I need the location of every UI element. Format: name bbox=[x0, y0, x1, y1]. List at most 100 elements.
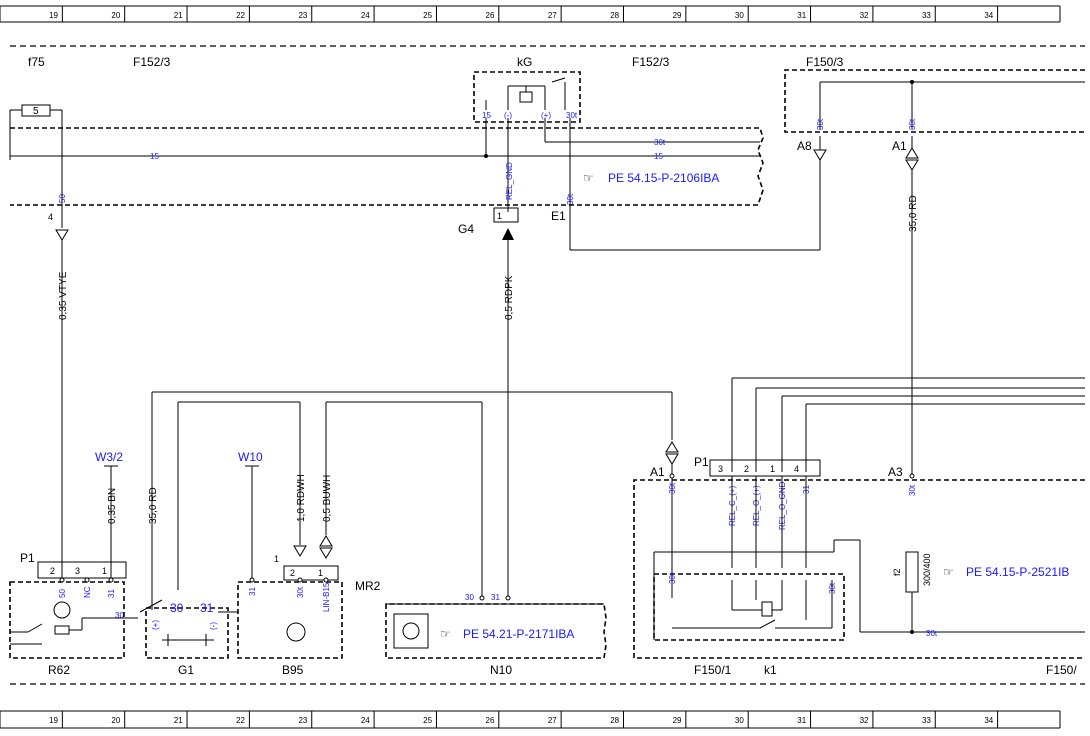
a1-top-connector-label: A1 bbox=[892, 139, 907, 153]
b95-pin-31: 31 bbox=[248, 587, 257, 596]
top-ruler-cell-22: 22 bbox=[236, 11, 245, 20]
g4-connector bbox=[493, 207, 519, 240]
bottom-ruler-cell-27: 27 bbox=[548, 716, 557, 725]
bottom-ruler-cell-31: 31 bbox=[797, 716, 806, 725]
b95-box bbox=[237, 581, 343, 659]
p1-right-connector-label: P1 bbox=[694, 455, 709, 469]
f150-3-label: F150/3 bbox=[806, 55, 844, 69]
bottom-ruler-cell-32: 32 bbox=[860, 716, 869, 725]
f152-3-right-label: F152/3 bbox=[632, 55, 670, 69]
f150-pin-30t-b: 30t bbox=[908, 484, 917, 496]
r62-pin-30: 30 bbox=[115, 611, 124, 620]
bottom-ruler-cell-25: 25 bbox=[423, 716, 432, 725]
w10-connector-label[interactable]: W10 bbox=[238, 450, 263, 464]
bottom-ruler-cell-21: 21 bbox=[174, 716, 183, 725]
top-ruler-cell-24: 24 bbox=[361, 11, 370, 20]
mr2-label: MR2 bbox=[355, 579, 381, 593]
b95-pin-1: 1 bbox=[318, 568, 323, 578]
p1-right-pin-2: 2 bbox=[744, 464, 749, 474]
f150-right-label: F150/ bbox=[1046, 663, 1077, 677]
bus-30t-label: 30t bbox=[654, 138, 666, 147]
kg-label: kG bbox=[517, 55, 532, 69]
fuse-5-label: 5 bbox=[33, 106, 39, 117]
wire-0-35-vtye: 0,35 VTYE bbox=[58, 271, 69, 320]
w3-2-connector-label[interactable]: W3/2 bbox=[95, 450, 123, 464]
top-ruler-cell-32: 32 bbox=[860, 11, 869, 20]
r62-pin-31: 31 bbox=[107, 589, 116, 598]
kg-pin-15: 15 bbox=[482, 111, 491, 120]
pointing-hand-icon-2: ☞ bbox=[440, 627, 451, 641]
g1-pin-30: 30 bbox=[170, 601, 184, 615]
bottom-ruler-cell-33: 33 bbox=[922, 716, 931, 725]
r62-pin-nc: NC bbox=[83, 586, 92, 598]
top-ruler-cell-20: 20 bbox=[111, 11, 120, 20]
top-ruler-cell-23: 23 bbox=[298, 11, 307, 20]
wire-0-35-bn: 0,35 BN bbox=[107, 488, 118, 524]
reference-2[interactable]: PE 54.21-P-2171IBA bbox=[463, 627, 574, 641]
fuse-f2 bbox=[905, 551, 919, 593]
reference-3[interactable]: PE 54.15-P-2521IB bbox=[966, 565, 1069, 579]
bottom-ruler-cell-29: 29 bbox=[673, 716, 682, 725]
kg-relay bbox=[473, 71, 581, 123]
p1-left-pin-2: 2 bbox=[50, 566, 55, 576]
top-ruler-cell-30: 30 bbox=[735, 11, 744, 20]
top-ruler-cell-21: 21 bbox=[174, 11, 183, 20]
top-ruler bbox=[0, 5, 1061, 23]
a3-connector-label: A3 bbox=[888, 465, 903, 479]
b95-pin-lin-b15: LIN-B15 bbox=[322, 582, 331, 612]
f152-3-left-label: F152/3 bbox=[133, 55, 171, 69]
p1-right-pin-3: 3 bbox=[718, 464, 723, 474]
a8-connector-label: A8 bbox=[797, 139, 812, 153]
bottom-ruler-cell-24: 24 bbox=[361, 716, 370, 725]
p1-right-pin-1: 1 bbox=[770, 464, 775, 474]
bus-15-label-a: 15 bbox=[150, 152, 159, 161]
f150-3-pin-30t-a: 30t bbox=[816, 118, 825, 130]
bottom-ruler-cell-28: 28 bbox=[610, 716, 619, 725]
g1-label: G1 bbox=[178, 663, 194, 677]
f150-pin-30t-a: 30t bbox=[668, 482, 677, 494]
p1-left-pin-1: 1 bbox=[102, 566, 107, 576]
b95-label: B95 bbox=[282, 663, 304, 677]
bottom-ruler bbox=[0, 710, 1061, 729]
wire-0-5-rdpk: 0,5 RDPK bbox=[504, 275, 515, 320]
top-ruler-cell-34: 34 bbox=[984, 11, 993, 20]
kg-pin-minus: (-) bbox=[504, 111, 512, 120]
r62-pin-50: 50 bbox=[58, 589, 67, 598]
top-ruler-cell-25: 25 bbox=[423, 11, 432, 20]
bottom-ruler-cell-26: 26 bbox=[486, 716, 495, 725]
bottom-ruler-cell-19: 19 bbox=[49, 716, 58, 725]
fuse-5: 5 bbox=[9, 104, 63, 128]
e1-pin-30t: 30t bbox=[566, 193, 575, 205]
bottom-ruler-cell-20: 20 bbox=[111, 716, 120, 725]
b95-pin-2: 2 bbox=[290, 568, 295, 578]
rel-gnd-label: REL_GND bbox=[505, 162, 514, 200]
pin-4: 4 bbox=[48, 212, 53, 222]
top-ruler-cell-33: 33 bbox=[922, 11, 931, 20]
reference-1[interactable]: PE 54.15-P-2106IBA bbox=[608, 171, 719, 185]
wire-0-5-buwh: 0,5 BUWH bbox=[322, 475, 333, 522]
f150-1-label: F150/1 bbox=[694, 663, 732, 677]
wire-35-0-rd-left: 35,0 RD bbox=[148, 487, 159, 524]
k1-box bbox=[653, 573, 845, 641]
kg-pin-plus: (+) bbox=[541, 111, 551, 120]
k1-pin-30t: 30t bbox=[668, 572, 677, 584]
g1-box bbox=[145, 607, 229, 659]
g1-pin-minus: (-) bbox=[209, 622, 218, 630]
top-ruler-cell-31: 31 bbox=[797, 11, 806, 20]
bus-15-label-b: 15 bbox=[654, 152, 663, 161]
n10-label: N10 bbox=[490, 663, 512, 677]
p1-right-pin-4: 4 bbox=[794, 464, 799, 474]
wire-1-0-rdwh: 1,0 RDWH bbox=[296, 474, 307, 522]
top-ruler-cell-27: 27 bbox=[548, 11, 557, 20]
g4-pin-1: 1 bbox=[497, 211, 502, 221]
k1-label: k1 bbox=[764, 663, 777, 677]
n10-pin-30: 30 bbox=[465, 593, 474, 602]
bottom-ruler-cell-34: 34 bbox=[984, 716, 993, 725]
bottom-ruler-cell-23: 23 bbox=[298, 716, 307, 725]
top-ruler-cell-26: 26 bbox=[486, 11, 495, 20]
r62-label: R62 bbox=[48, 663, 70, 677]
fuse-f2-label: f2 bbox=[892, 568, 902, 576]
b95-pin-1-top: 1 bbox=[274, 554, 279, 564]
bottom-ruler-cell-30: 30 bbox=[735, 716, 744, 725]
